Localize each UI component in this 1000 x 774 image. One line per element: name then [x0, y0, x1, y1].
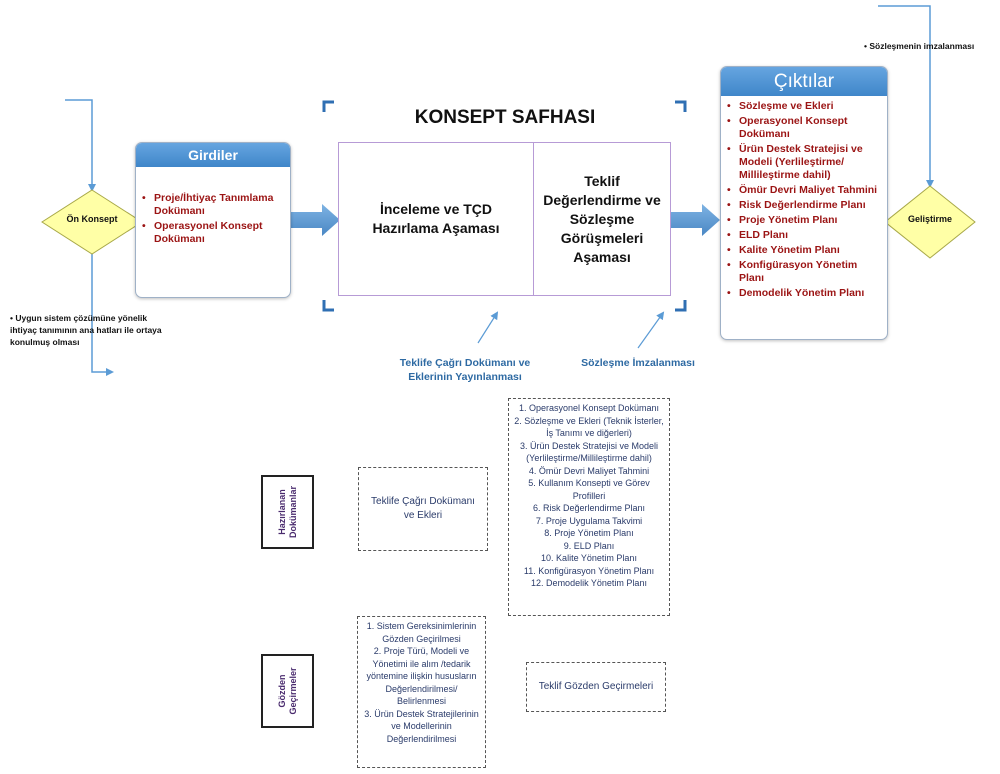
- end-diamond: [884, 185, 976, 259]
- input-item: Operasyonel Konsept Dokümanı: [142, 220, 286, 246]
- prepared-doc-line: 4. Ömür Devri Maliyet Tahmini: [528, 465, 650, 476]
- prepared-doc-line: 5. Kullanım Konsepti ve Görev Profilleri: [528, 478, 650, 501]
- bullet-icon: •: [10, 313, 16, 323]
- bullet-icon: •: [864, 41, 870, 51]
- output-item: Ürün Destek Stratejisi ve Modeli (Yerlil…: [727, 143, 883, 182]
- prepared-doc-line: 6. Risk Değerlendirme Planı: [532, 503, 646, 513]
- outputs-title: Çıktılar: [721, 67, 887, 96]
- inputs-title: Girdiler: [136, 143, 290, 167]
- reviews-box-2: Teklif Gözden Geçirmeleri: [526, 662, 666, 712]
- start-feed-line: [65, 99, 96, 192]
- start-node-label: Ön Konsept: [66, 214, 118, 224]
- prepared-doc-line: 3. Ürün Destek Stratejisi ve Modeli (Yer…: [519, 440, 659, 464]
- start-diamond: [41, 189, 143, 255]
- reviews-label-box: Gözden Geçirmeler: [261, 654, 314, 728]
- inputs-list: Proje/İhtiyaç Tanımlama Dokümanı Operasy…: [136, 167, 290, 246]
- milestone-1-label: Teklife Çağrı Dokümanı ve Eklerinin Yayı…: [399, 357, 531, 383]
- review-line: 1. Sistem Gereksinimlerinin Gözden Geçir…: [366, 621, 477, 644]
- left-note: • Uygun sistem çözümüne yönelik ihtiyaç …: [10, 313, 162, 347]
- prepared-docs-box-1: Teklife Çağrı Dokümanı ve Ekleri: [358, 467, 488, 551]
- inputs-to-phase-arrow: [291, 204, 340, 236]
- output-item: Operasyonel Konsept Dokümanı: [727, 115, 883, 141]
- milestone-1-arrow: [477, 311, 499, 344]
- prepared-doc-line: 11. Konfigürasyon Yönetim Planı: [523, 565, 655, 576]
- phase-box: İnceleme ve TÇD Hazırlama Aşaması Teklif…: [338, 142, 671, 296]
- prepared-doc-line: 7. Proje Uygulama Takvimi: [535, 515, 643, 526]
- input-item: Proje/İhtiyaç Tanımlama Dokümanı: [142, 192, 286, 218]
- output-item: Konfigürasyon Yönetim Planı: [727, 259, 883, 285]
- output-item: Ömür Devri Maliyet Tahmini: [727, 184, 883, 197]
- inputs-panel: Girdiler Proje/İhtiyaç Tanımlama Doküman…: [135, 142, 291, 298]
- prepared-doc-line: 10. Kalite Yönetim Planı: [541, 553, 637, 563]
- prepared-doc-line: 12. Demodelik Yönetim Planı: [531, 578, 647, 588]
- concept-frame-brackets: [322, 100, 687, 312]
- output-item: Proje Yönetim Planı: [727, 214, 883, 227]
- phase-1: İnceleme ve TÇD Hazırlama Aşaması: [339, 143, 534, 295]
- milestone-2-label: Sözleşme İmzalanması: [581, 357, 695, 369]
- prepared-doc-line: İş Tanımı ve diğerleri): [546, 428, 632, 438]
- concept-title: KONSEPT SAFHASI: [414, 107, 596, 128]
- prepared-doc-line: 1. Operasyonel Konsept Dokümanı: [518, 403, 660, 413]
- output-item: Kalite Yönetim Planı: [727, 244, 883, 257]
- output-item: ELD Planı: [727, 229, 883, 242]
- phase-2: Teklif Değerlendirme ve Sözleşme Görüşme…: [543, 172, 661, 265]
- prepared-doc-line: 8. Proje Yönetim Planı: [544, 528, 634, 538]
- review-line: 3. Ürün Destek Stratejilerinin ve Modell…: [364, 708, 479, 744]
- phase-to-outputs-arrow: [670, 204, 720, 236]
- reviews-box-1: 1. Sistem Gereksinimlerinin Gözden Geçir…: [357, 616, 486, 768]
- output-item: Demodelik Yönetim Planı: [727, 287, 883, 300]
- prepared-doc-line: 9. ELD Planı: [563, 540, 615, 551]
- prepared-docs-label: Hazırlanan Dokümanlar: [276, 486, 298, 539]
- reviews-label: Gözden Geçirmeler: [276, 667, 298, 715]
- end-node-label: Geliştirme: [907, 214, 953, 224]
- milestone-2-arrow: [637, 311, 665, 349]
- output-item: Sözleşme ve Ekleri: [727, 100, 883, 113]
- review-line: 2. Proje Türü, Modeli ve Yönetimi ile al…: [366, 646, 477, 706]
- prepared-docs-box-2: 1. Operasyonel Konsept Dokümanı 2. Sözle…: [508, 398, 670, 616]
- start-exit-line: [91, 252, 114, 376]
- prepared-doc-line: 2. Sözleşme ve Ekleri (Teknik İsterler,: [514, 415, 664, 426]
- output-item: Risk Değerlendirme Planı: [727, 199, 883, 212]
- right-note: • Sözleşmenin imzalanması: [864, 41, 975, 51]
- outputs-panel: Çıktılar Sözleşme ve Ekleri Operasyonel …: [720, 66, 888, 340]
- outputs-list: Sözleşme ve Ekleri Operasyonel Konsept D…: [721, 96, 887, 300]
- prepared-docs-label-box: Hazırlanan Dokümanlar: [261, 475, 314, 549]
- end-feed-line: [878, 5, 934, 188]
